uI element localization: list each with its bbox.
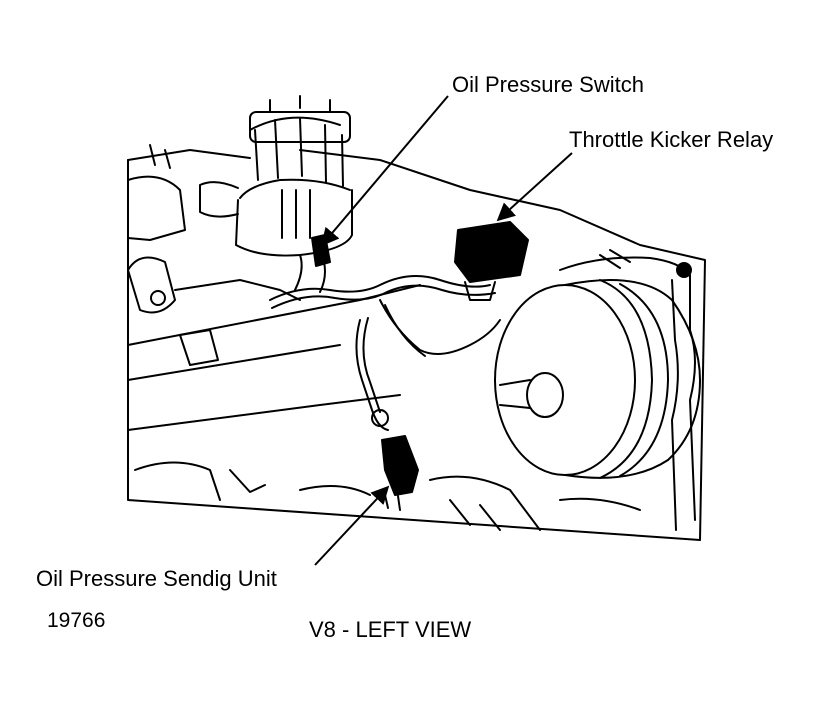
oil-pressure-switch-label: Oil Pressure Switch (452, 72, 644, 97)
leader-oil-pressure-switch (320, 95, 449, 247)
leader-throttle-kicker-relay (496, 152, 573, 222)
distributor (199, 95, 353, 257)
figure-number: 19766 (47, 609, 106, 632)
oil-pressure-sending-unit-label: Oil Pressure Sendig Unit (36, 566, 277, 591)
oil-pressure-sending-unit (381, 435, 419, 496)
view-title: V8 - LEFT VIEW (309, 617, 472, 642)
left-bracket (127, 144, 301, 366)
engine-outline (127, 149, 706, 541)
throttle-kicker-relay-label: Throttle Kicker Relay (569, 127, 774, 152)
manifold-rail (127, 284, 421, 346)
leader-oil-pressure-sending-unit (314, 485, 390, 566)
brake-booster (494, 279, 701, 479)
throttle-kicker-relay (454, 221, 529, 283)
